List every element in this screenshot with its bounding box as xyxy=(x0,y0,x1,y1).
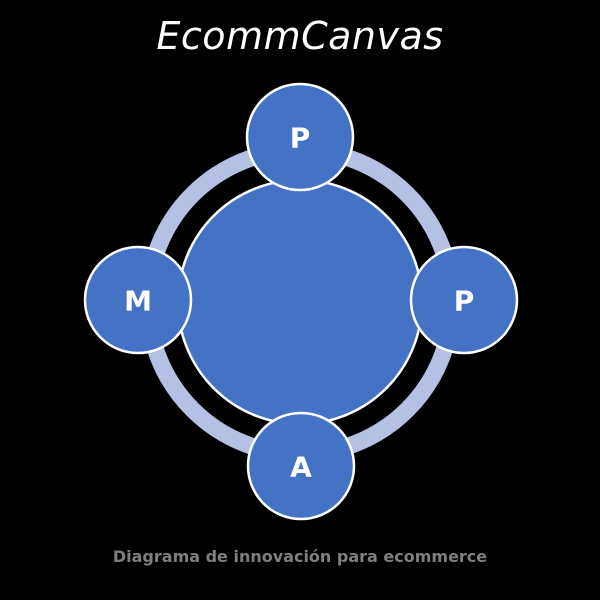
node-bottom: A xyxy=(246,411,356,521)
node-left-circle xyxy=(83,245,193,355)
node-top-label: P xyxy=(290,122,311,155)
diagram-title: EcommCanvas xyxy=(156,14,444,58)
node-right-circle xyxy=(409,245,519,355)
node-bottom-label: A xyxy=(290,451,312,484)
node-left-label: M xyxy=(124,285,152,318)
center-circle xyxy=(176,178,424,426)
node-right-label: P xyxy=(454,285,475,318)
diagram-caption: Diagrama de innovación para ecommerce xyxy=(112,547,488,566)
node-top: P xyxy=(245,82,355,192)
node-top-circle xyxy=(245,82,355,192)
node-left: M xyxy=(83,245,193,355)
node-right: P xyxy=(409,245,519,355)
node-bottom-circle xyxy=(246,411,356,521)
